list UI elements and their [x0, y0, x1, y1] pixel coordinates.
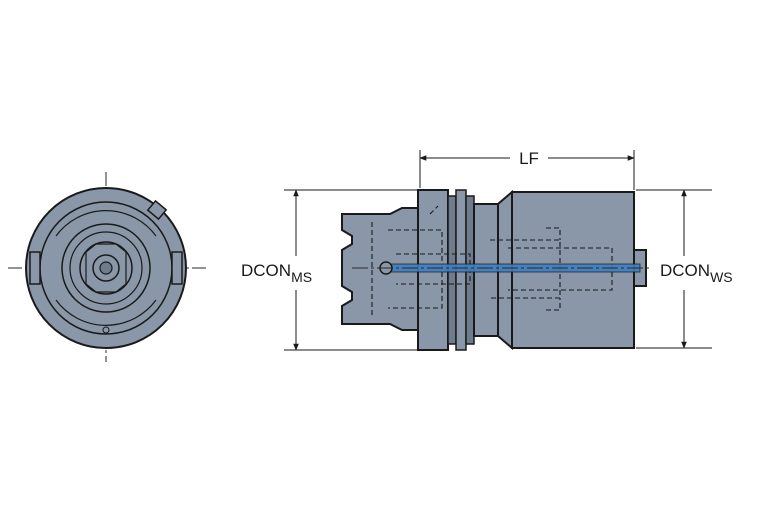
end-view-center-hole [99, 261, 113, 275]
end-view-key-right [171, 251, 183, 285]
end-view-small-hole [102, 326, 110, 334]
end-view-notch [146, 199, 168, 221]
end-view-arc-top [55, 210, 157, 237]
dcon-ms-label: DCONMS [241, 261, 312, 285]
end-view-ring-3 [69, 231, 143, 305]
end-view-hex-socket [85, 243, 127, 293]
lf-label: LF [519, 149, 539, 168]
dcon-ws-label: DCONWS [660, 261, 733, 285]
side-view [341, 189, 652, 351]
dimensions: LF DCONMS DCONWS [241, 149, 733, 351]
end-view-key-left [29, 251, 41, 285]
end-view-arc-bottom [55, 299, 157, 326]
end-view [8, 172, 208, 362]
